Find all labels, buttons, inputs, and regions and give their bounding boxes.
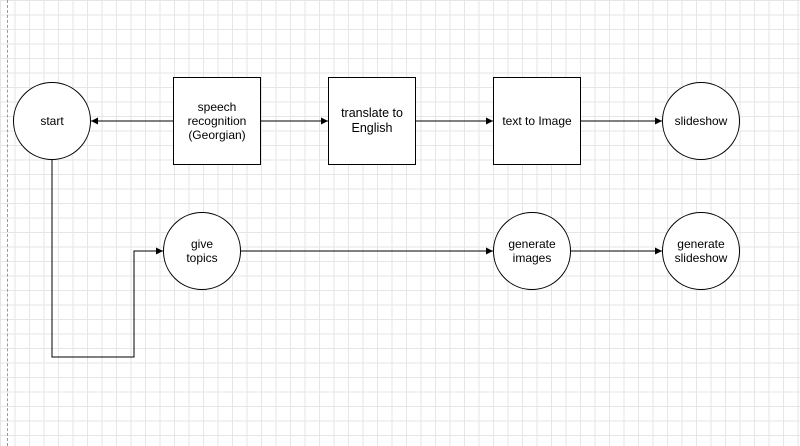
node-text-to-image[interactable]: text to Image <box>493 77 581 165</box>
node-translate-to-english-label: translate to English <box>341 106 403 135</box>
node-give-topics[interactable]: give topics <box>163 212 241 290</box>
node-start-label: start <box>40 114 64 128</box>
page-boundary-line <box>7 0 8 446</box>
node-generate-images[interactable]: generate images <box>493 212 571 290</box>
node-speech-recognition-label: speech recognition (Georgian) <box>187 100 247 142</box>
node-speech-recognition[interactable]: speech recognition (Georgian) <box>173 77 261 165</box>
node-generate-images-label: generate images <box>508 237 556 265</box>
node-give-topics-label: give topics <box>186 237 218 265</box>
node-slideshow[interactable]: slideshow <box>662 82 740 160</box>
node-start[interactable]: start <box>13 82 91 160</box>
node-generate-slideshow-label: generate slideshow <box>674 237 728 265</box>
node-text-to-image-label: text to Image <box>502 114 572 128</box>
edge-start-to-give-topics <box>51 159 163 358</box>
node-translate-to-english[interactable]: translate to English <box>328 77 416 165</box>
node-generate-slideshow[interactable]: generate slideshow <box>662 212 740 290</box>
node-slideshow-label: slideshow <box>674 114 728 128</box>
